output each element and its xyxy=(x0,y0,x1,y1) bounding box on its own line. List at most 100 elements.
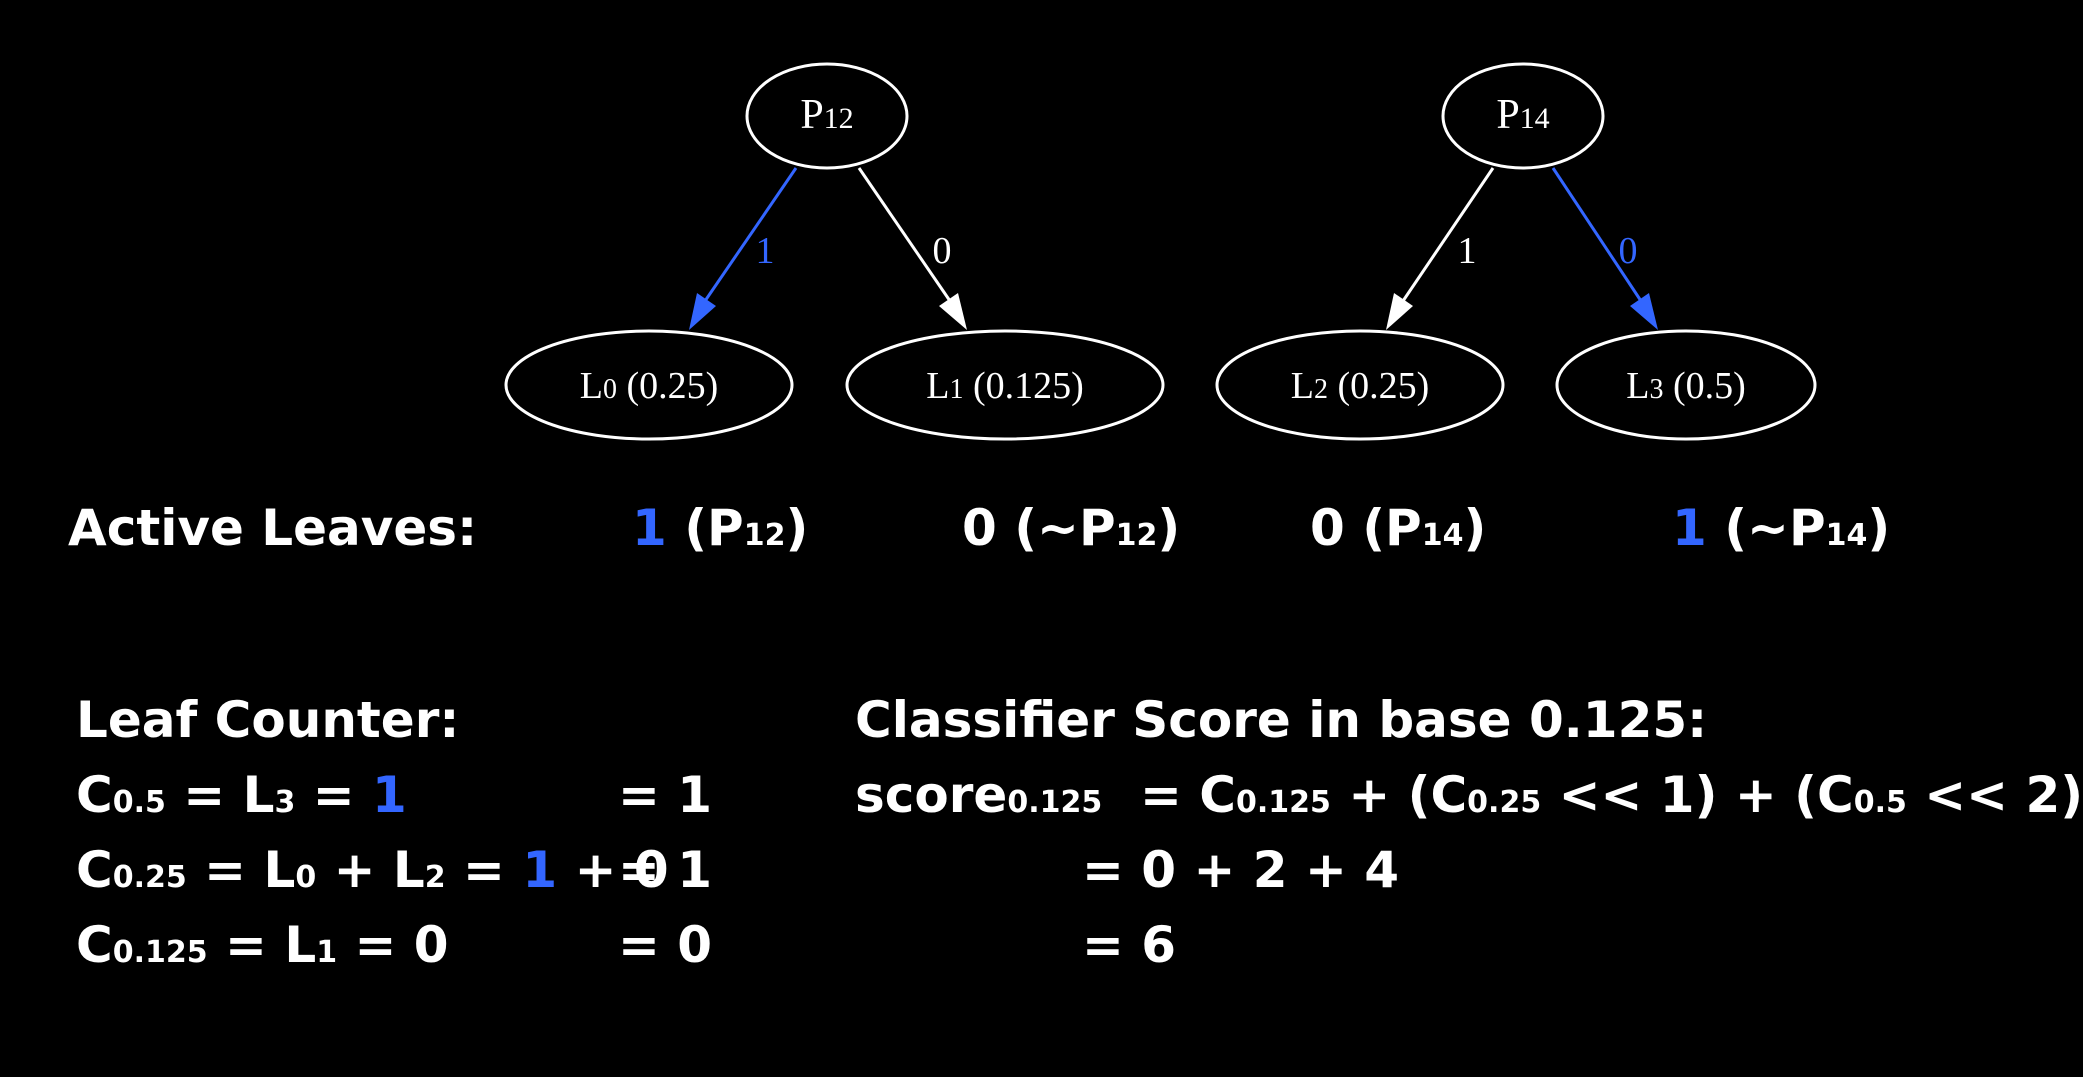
counter-eq: = L xyxy=(207,916,317,974)
svg-text:L3 (0.5): L3 (0.5) xyxy=(1626,365,1746,407)
active-leaf-close: ) xyxy=(1157,499,1181,557)
leaf-counter-result: = 1 xyxy=(618,841,713,899)
active-leaf-item: 0 (~P12) xyxy=(962,498,1180,566)
leaf-weight: (0.25) xyxy=(1328,365,1429,407)
svg-text:L2 (0.25): L2 (0.25) xyxy=(1291,365,1430,407)
active-leaf-value: 0 xyxy=(962,499,997,557)
svg-text:P12: P12 xyxy=(800,92,853,138)
root-node-p14 xyxy=(1441,62,1605,170)
leaf-subscript: 3 xyxy=(274,785,296,820)
svg-text:L0 (0.25): L0 (0.25) xyxy=(580,365,719,407)
leaf-counter-result: = 1 xyxy=(618,766,713,824)
active-leaf-value: 1 xyxy=(1672,499,1707,557)
leaf-subscript: 0 xyxy=(295,860,317,895)
arrowhead-p14-to-l3 xyxy=(1630,293,1658,330)
active-leaves-heading: Active Leaves: xyxy=(68,499,478,557)
counter-eq: = L xyxy=(186,841,296,899)
edge-p14-to-l2 xyxy=(1401,167,1495,302)
score-word: score xyxy=(855,766,1008,824)
score-result: = 6 xyxy=(1082,916,1177,974)
active-leaf-subscript: 12 xyxy=(743,518,786,553)
active-leaf-open: (P xyxy=(666,499,744,557)
counter-eq: = xyxy=(445,841,523,899)
tree-p14: P14 1 0 L2 (0.25) L3 (0.5) xyxy=(1215,62,1817,441)
edge-label-p12-right: 0 xyxy=(933,230,952,272)
counter-eq: = xyxy=(295,766,373,824)
active-leaf-close: ) xyxy=(1463,499,1487,557)
formula-part: << 2) xyxy=(1906,766,2083,824)
root-label: P xyxy=(800,92,823,138)
arrowhead-p12-to-l0 xyxy=(689,293,716,330)
leaf-counter-result: = 0 xyxy=(618,916,713,974)
leaf-subscript: 0 xyxy=(603,374,617,405)
counter-eq: = xyxy=(337,916,414,974)
counter-symbol: C xyxy=(76,916,113,974)
active-leaf-close: ) xyxy=(785,499,809,557)
formula-part: << 1) + (C xyxy=(1541,766,1854,824)
counter-plus: + 0 xyxy=(557,841,669,899)
arrowhead-p14-to-l2 xyxy=(1386,293,1413,330)
leaf-subscript: 3 xyxy=(1649,374,1663,405)
slide: P12 1 0 L0 (0.25) L1 (0.125) P14 xyxy=(68,62,2083,983)
leaf-weight: (0.5) xyxy=(1663,365,1745,407)
edge-p12-to-l0 xyxy=(703,167,798,302)
counter-subscript: 0.125 xyxy=(112,935,208,970)
edge-label-p14-right: 0 xyxy=(1619,230,1638,272)
root-subscript: 14 xyxy=(1520,102,1550,135)
tree-p12: P12 1 0 L0 (0.25) L1 (0.125) xyxy=(504,62,1165,441)
counter-value: 1 xyxy=(522,841,558,899)
active-leaf-item: 1 (~P14) xyxy=(1672,498,1890,566)
leaf-counter-row: C0.125 = L1 = 0 xyxy=(76,915,449,983)
counter-symbol: C xyxy=(76,841,113,899)
active-leaf-value: 0 xyxy=(1310,499,1345,557)
edge-p14-to-l3 xyxy=(1551,167,1643,302)
svg-text:L1 (0.125): L1 (0.125) xyxy=(926,365,1084,407)
root-label: P xyxy=(1496,92,1519,138)
leaf-counter-heading: Leaf Counter: xyxy=(76,691,460,749)
edge-p12-to-l1 xyxy=(857,167,952,302)
counter-value: 0 xyxy=(413,916,449,974)
counter-subscript: 0.25 xyxy=(112,860,187,895)
classifier-heading: Classifier Score in base 0.125: xyxy=(855,691,1708,749)
leaf-subscript: 2 xyxy=(424,860,446,895)
active-leaf-subscript: 14 xyxy=(1825,518,1868,553)
svg-text:P14: P14 xyxy=(1496,92,1549,138)
leaf-counter-row: C0.25 = L0 + L2 = 1 + 0 xyxy=(76,840,669,908)
leaf-label: L xyxy=(926,365,949,407)
formula-part: = C xyxy=(1140,766,1236,824)
leaf-subscript: 2 xyxy=(1314,374,1328,405)
leaf-node-l0 xyxy=(504,329,794,441)
leaf-node-l3 xyxy=(1555,329,1817,441)
formula-subscript: 0.5 xyxy=(1853,785,1907,820)
active-leaf-open: (P xyxy=(1344,499,1422,557)
formula-subscript: 0.125 xyxy=(1236,785,1331,820)
counter-symbol: C xyxy=(76,766,113,824)
leaf-node-l2 xyxy=(1215,329,1505,441)
leaf-subscript: 1 xyxy=(949,374,963,405)
leaf-weight: (0.25) xyxy=(617,365,718,407)
root-node-p12 xyxy=(745,62,909,170)
score-subscript: 0.125 xyxy=(1007,785,1103,820)
counter-plus: + L xyxy=(316,841,425,899)
active-leaf-open: (~P xyxy=(996,499,1116,557)
leaf-label: L xyxy=(1291,365,1314,407)
formula-part: + (C xyxy=(1330,766,1468,824)
counter-value: 1 xyxy=(372,766,407,824)
leaf-node-l1 xyxy=(845,329,1165,441)
active-leaf-subscript: 12 xyxy=(1115,518,1158,553)
counter-eq: = L xyxy=(165,766,275,824)
active-leaf-value: 1 xyxy=(632,499,667,557)
edge-label-p12-left: 1 xyxy=(756,230,775,272)
formula-subscript: 0.25 xyxy=(1467,785,1542,820)
active-leaf-open: (~P xyxy=(1706,499,1826,557)
score-label: score0.125 xyxy=(855,765,1102,833)
score-step: = 0 + 2 + 4 xyxy=(1082,841,1400,899)
leaf-counter-row: C0.5 = L3 = 1 xyxy=(76,765,407,833)
leaf-subscript: 1 xyxy=(316,935,338,970)
active-leaf-item: 1 (P12) xyxy=(632,498,808,566)
active-leaf-item: 0 (P14) xyxy=(1310,498,1486,566)
active-leaf-subscript: 14 xyxy=(1421,518,1464,553)
root-subscript: 12 xyxy=(824,102,854,135)
active-leaf-close: ) xyxy=(1867,499,1891,557)
arrowhead-p12-to-l1 xyxy=(939,293,967,330)
